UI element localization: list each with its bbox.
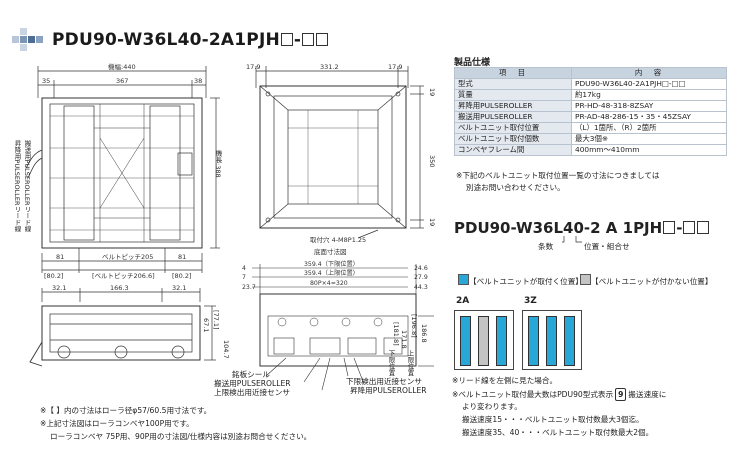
side-view-drawing: 32.1 166.3 32.1 <box>29 284 216 367</box>
placeholder-box-icon <box>697 221 710 234</box>
legend-off-swatch <box>580 274 591 285</box>
placeholder-box-icon <box>280 33 293 46</box>
note-right-5: 搬送速度35、40・・・ベルトユニット取付数最大2個。 <box>462 428 654 437</box>
dim-front-pitch: 80P×4=320 <box>310 280 348 287</box>
dim-bottom2-left: [80.2] <box>44 272 64 280</box>
belt-slot-on <box>546 316 557 366</box>
dim-front-v1: [181.8] <box>392 322 400 346</box>
placeholder-box-icon <box>316 33 329 46</box>
note-left-3: ローラコンベヤ 75P用、90P用の寸法図/仕様内容は別途お問合せください。 <box>50 432 312 441</box>
dim-front-r1: 24.6 <box>414 265 428 272</box>
belt-slot-off <box>478 316 489 366</box>
lower-position-label: 下限位置 <box>387 350 395 376</box>
dim-bottom-view-right: 17.9 <box>388 63 402 71</box>
dim-front-7: 7 <box>242 274 246 281</box>
dim-front-r2: 27.9 <box>414 274 428 281</box>
table-row: ベルトユニット取付位置（L）1箇所、（R）2箇所 <box>454 122 727 134</box>
position-combo-label: 位置・組合せ <box>584 242 630 251</box>
pattern-3z-box <box>522 310 582 370</box>
front-view-drawing: 4 7 23.7 359.4（下限位置） 359.4（上限位置） 80P×4=3… <box>242 260 434 391</box>
dim-side-left: 32.1 <box>52 284 66 292</box>
belt-slot-on <box>460 316 471 366</box>
speed-badge: 9 <box>615 388 627 401</box>
top-view-drawing: 機幅:440 35 367 38 81 ベルトピッチ205 81 [80.2] … <box>25 62 220 280</box>
dim-right-bottom: 19 <box>428 218 436 227</box>
belt-slot-on <box>496 316 507 366</box>
legend-on-swatch <box>458 274 469 285</box>
callout-convey-roller: 搬送用PULSEROLLER <box>214 379 291 388</box>
dim-front-v2: 171.8 <box>400 330 408 349</box>
bottom-view-drawing: 17.9 331.2 17.9 取付穴 4-M8P1.25 底面寸法図 <box>246 63 424 256</box>
pattern-label-3z: 3Z <box>524 296 537 306</box>
belt-slot-on <box>528 316 539 366</box>
upper-position-label: 上限位置 <box>406 350 414 376</box>
callout-upper-sensor: 上限検出用近接センサ <box>214 388 290 397</box>
dim-side-v1: [77.1] <box>212 310 220 330</box>
dim-bottom2-right: [80.2] <box>172 272 192 280</box>
dim-belt-pitch: ベルトピッチ205 <box>102 253 153 261</box>
dim-front-r3: 44.3 <box>414 284 428 291</box>
table-row: ベルトユニット取付個数最大3個※ <box>454 133 727 145</box>
dim-front-upper: 359.4（上限位置） <box>304 269 359 277</box>
lift-roller-lead-label: 昇降用PULSEROLLERリード線 <box>13 140 21 232</box>
note-right-4: 搬送速度15・・・ベルトユニット取付数最大3個迄。 <box>462 415 644 424</box>
convey-roller-lead-label: 搬送用PULSEROLLERリード線 <box>23 140 31 232</box>
belt-slot-on <box>564 316 575 366</box>
spec-col-content: 内 容 <box>571 67 727 79</box>
placeholder-box-icon <box>683 221 696 234</box>
model-code-bracket <box>562 236 582 243</box>
spec-col-item: 項 目 <box>454 67 572 79</box>
dim-side-mid: 166.3 <box>110 284 129 292</box>
note-left-1: ※【 】内の寸法はローラ径φ57/60.5用寸法です。 <box>40 406 212 415</box>
callout-lower-sensor: 下限検出用近接センサ <box>346 377 422 386</box>
callout-nameplate: 銘板シール <box>232 370 270 379</box>
dim-side-v3: 104.7 <box>222 340 230 359</box>
dim-overall-length: 機長:388 <box>214 150 222 178</box>
spec-note-1: ※下記のベルトユニット取付位置一覧の寸法につきましては <box>456 171 660 180</box>
strip-count-label: 条数 <box>538 242 554 251</box>
table-row: 質量約17kg <box>454 89 727 101</box>
dim-front-23: 23.7 <box>242 284 256 291</box>
dim-bottom-view-mid: 331.2 <box>320 63 339 71</box>
pattern-label-2a: 2A <box>456 296 470 306</box>
note-right-1: ※リード線を左側に見た場合。 <box>452 376 558 385</box>
placeholder-box-icon <box>302 33 315 46</box>
dim-top-mid: 367 <box>116 77 128 85</box>
dim-front-4: 4 <box>242 265 246 272</box>
note-right-3: より変わります。 <box>462 402 522 411</box>
dim-bottom-left: 81 <box>56 253 64 261</box>
mount-hole-label: 取付穴 4-M8P1.25 <box>310 235 366 244</box>
spec-heading: 製品仕様 <box>454 58 491 68</box>
bottom-view-caption: 底面寸法図 <box>314 247 347 256</box>
model-code: PDU90-W36L40-2 A 1PJH- <box>454 219 710 237</box>
callout-lift-roller: 昇降用PULSEROLLER <box>350 386 427 395</box>
dim-bottom-view-left: 17.9 <box>246 63 260 71</box>
dim-front-v3: [196.8] <box>410 314 418 338</box>
dim-side-v2: 67.1 <box>202 318 210 333</box>
dim-top-right: 38 <box>194 77 202 85</box>
dim-top-left: 35 <box>42 77 50 85</box>
dim-overall-width: 機幅:440 <box>108 62 136 71</box>
dim-right-mid: 350 <box>428 155 436 168</box>
page-title: PDU90-W36L40-2A1PJH- <box>52 30 329 50</box>
placeholder-box-icon <box>663 221 676 234</box>
dim-right-top: 19 <box>428 88 436 97</box>
pattern-2a-box <box>454 310 514 370</box>
dim-front-lower: 359.4（下限位置） <box>304 260 359 268</box>
spec-note-2: 別途お問い合わせください。 <box>466 183 565 192</box>
dim-side-right: 32.1 <box>172 284 186 292</box>
legend-on: 【ベルトユニットが取付く位置】 <box>458 274 583 287</box>
note-left-2: ※上記寸法図はローラコンベヤ100P用です。 <box>40 419 194 428</box>
dim-belt-pitch2: [ベルトピッチ206.6] <box>92 272 155 280</box>
brand-squares-logo <box>12 28 46 52</box>
dim-bottom-right: 81 <box>178 253 186 261</box>
legend-off: 【ベルトユニットが付かない位置】 <box>580 274 713 287</box>
dim-front-v4: 186.8 <box>420 324 428 343</box>
